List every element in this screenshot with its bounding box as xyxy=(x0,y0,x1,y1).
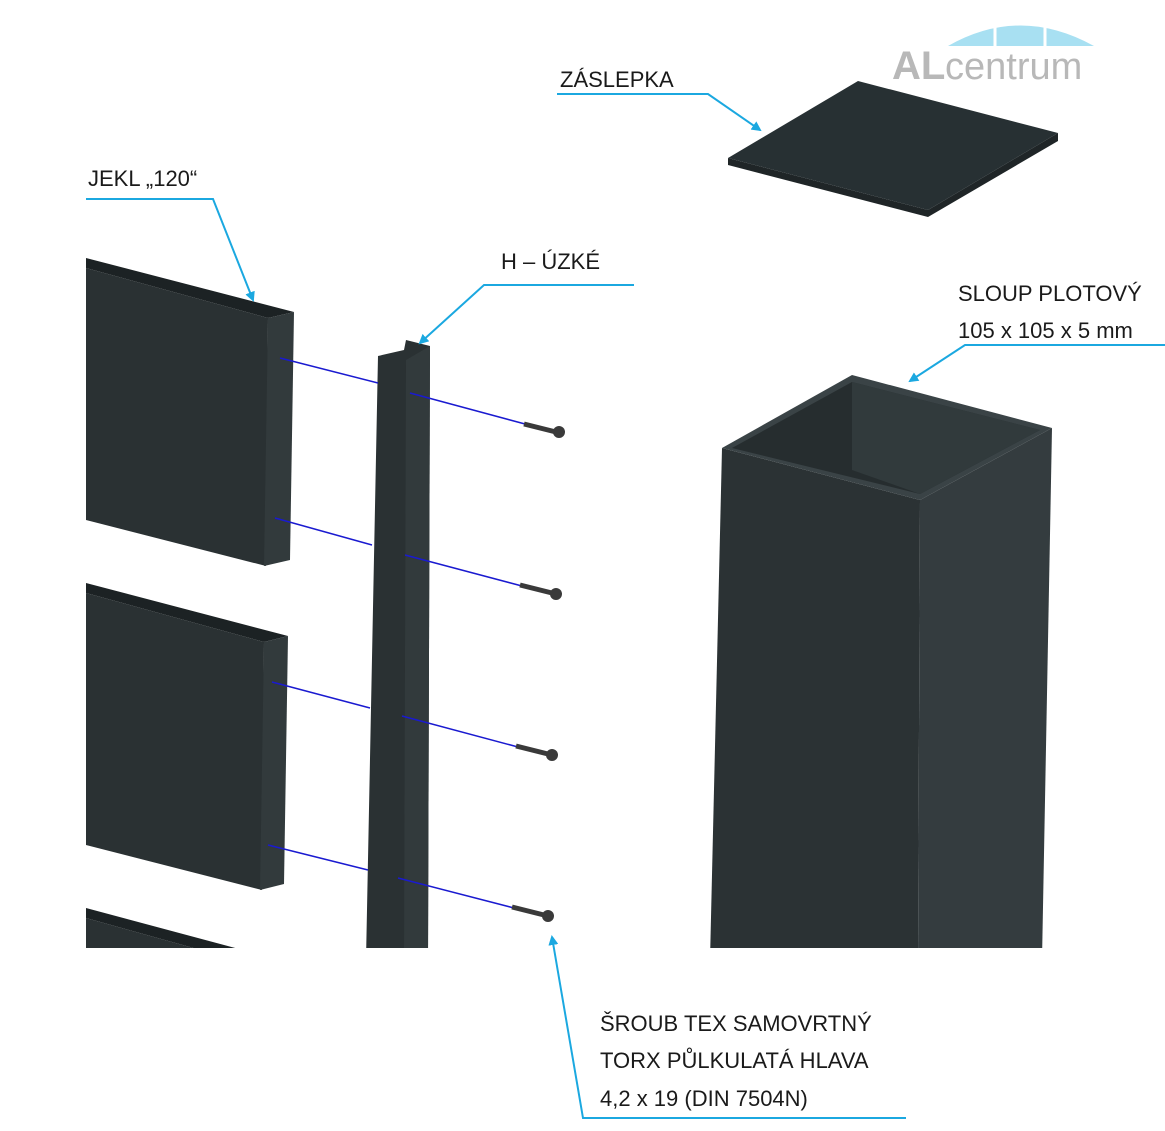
label-sroub-line1: ŠROUB TEX SAMOVRTNÝ xyxy=(600,1011,872,1036)
h-profile xyxy=(366,340,430,948)
jekl-panel-1 xyxy=(86,258,294,566)
callout-jekl xyxy=(86,198,255,302)
label-jekl: JEKL „120“ xyxy=(88,166,198,191)
svg-text:AL: AL xyxy=(892,44,945,88)
jekl-panel-2 xyxy=(86,583,288,890)
label-sloup-line2: 105 x 105 x 5 mm xyxy=(958,318,1133,343)
screw-2 xyxy=(519,582,562,600)
label-sroub-line3: 4,2 x 19 (DIN 7504N) xyxy=(600,1086,808,1111)
jekl-panel-3 xyxy=(86,908,236,948)
callout-h-profile xyxy=(418,284,634,345)
alcentrum-logo: AL centrum xyxy=(892,20,1094,88)
screw-3 xyxy=(515,743,558,761)
screw-4 xyxy=(511,904,554,922)
assembly-lines xyxy=(267,357,526,909)
callout-zaslepka xyxy=(557,93,762,132)
callout-sloup xyxy=(908,344,1165,383)
label-sroub-line2: TORX PŮLKULATÁ HLAVA xyxy=(600,1048,869,1073)
fence-post xyxy=(710,375,1052,948)
label-h-uzke: H – ÚZKÉ xyxy=(501,249,601,274)
callout-sroub xyxy=(548,935,906,1119)
screw-1 xyxy=(523,421,565,438)
label-sloup-line1: SLOUP PLOTOVÝ xyxy=(958,281,1142,306)
svg-text:centrum: centrum xyxy=(945,46,1082,88)
end-cap-plate xyxy=(728,81,1058,217)
label-zaslepka: ZÁSLEPKA xyxy=(560,67,674,92)
